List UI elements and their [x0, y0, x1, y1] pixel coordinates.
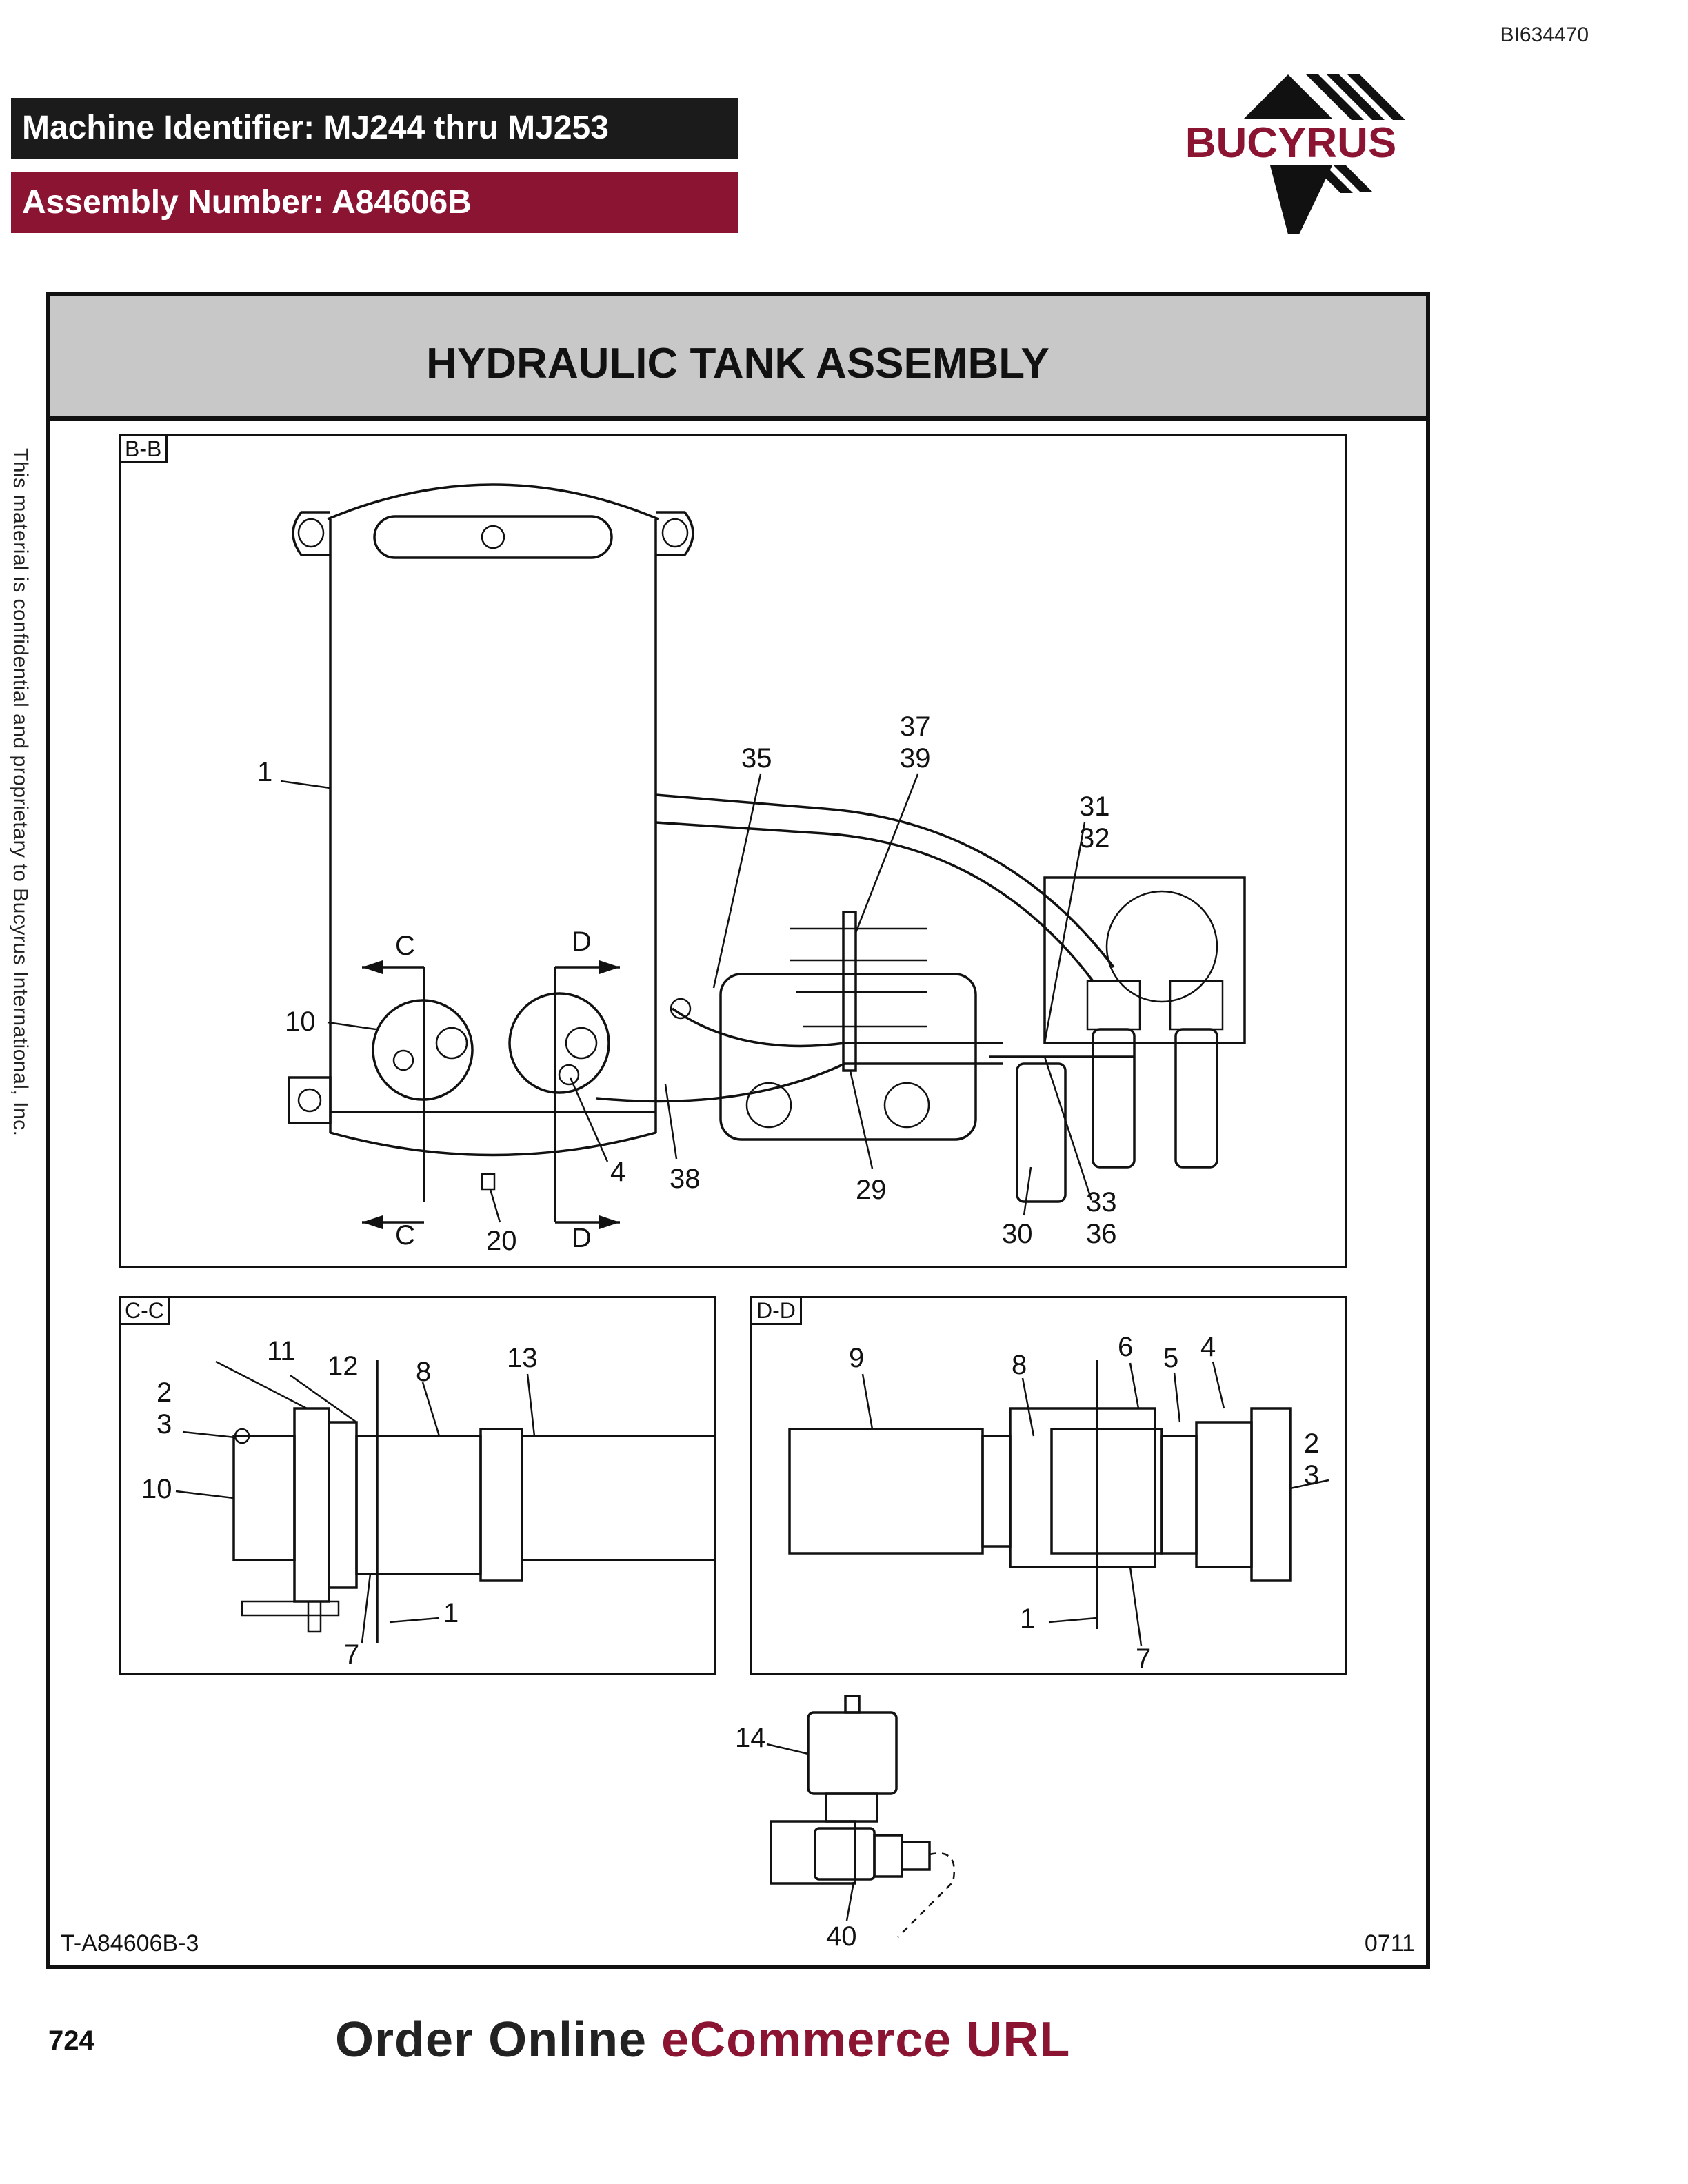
drawing-title: HYDRAULIC TANK ASSEMBLY — [426, 340, 1049, 387]
bb-callout-29: 29 — [856, 1175, 887, 1205]
cc-callout-7: 7 — [344, 1639, 359, 1670]
cc-callout-1: 1 — [443, 1598, 459, 1628]
cc-callout-3: 3 — [157, 1409, 172, 1439]
brand-wordmark: BUCYRUS — [1185, 119, 1397, 167]
bucyrus-logo-mark: BUCYRUS — [1185, 74, 1405, 234]
cc-callout-2: 2 — [157, 1377, 172, 1408]
drawing-frame: HYDRAULIC TANK ASSEMBLY B-B — [46, 292, 1430, 1969]
bb-callout-35: 35 — [741, 743, 772, 774]
bb-callout-39: 39 — [900, 743, 931, 774]
bb-callout-4: 4 — [610, 1157, 625, 1187]
detail-callout-14: 14 — [735, 1723, 766, 1753]
drawing-date: 0711 — [1364, 1930, 1415, 1957]
dd-callout-8: 8 — [1012, 1350, 1027, 1380]
bb-callout-37: 37 — [900, 711, 931, 742]
detail-valve: 14 40 — [670, 1682, 1056, 1952]
bb-callout-31: 31 — [1079, 791, 1110, 822]
bb-callout-32: 32 — [1079, 823, 1110, 853]
cc-callout-13: 13 — [507, 1343, 538, 1373]
view-bb-drawing: 1 35 37 39 31 32 10 4 38 29 30 33 36 20 … — [257, 483, 1246, 1256]
cc-callout-11: 11 — [267, 1336, 296, 1366]
order-online-link[interactable]: Order Online eCommerce URL — [335, 2012, 1070, 2068]
dd-callout-3: 3 — [1304, 1460, 1319, 1490]
section-d-bottom: D — [572, 1223, 592, 1253]
dd-callout-5: 5 — [1163, 1343, 1178, 1373]
section-d-top: D — [572, 927, 592, 957]
view-cc-drawing: 11 12 8 13 2 3 10 1 7 — [141, 1336, 716, 1670]
dd-callout-1: 1 — [1020, 1604, 1035, 1634]
view-bb: B-B — [119, 434, 1347, 1268]
bb-callout-1: 1 — [257, 757, 272, 787]
bb-callout-10: 10 — [285, 1007, 316, 1037]
bb-callout-38: 38 — [670, 1164, 701, 1194]
detail-callout-40: 40 — [826, 1921, 857, 1952]
drawing-title-bar: HYDRAULIC TANK ASSEMBLY — [50, 296, 1426, 421]
dd-callout-4: 4 — [1200, 1332, 1216, 1362]
page-number: 724 — [48, 2025, 94, 2056]
bb-callout-33: 33 — [1086, 1187, 1117, 1217]
drawing-code: T-A84606B-3 — [61, 1930, 199, 1957]
machine-identifier-band: Machine Identifier: MJ244 thru MJ253 — [11, 98, 738, 159]
bb-callout-20: 20 — [486, 1226, 517, 1256]
confidential-note: This material is confidential and propri… — [9, 448, 32, 1137]
view-cc-tag: C-C — [119, 1296, 170, 1325]
section-c-bottom: C — [395, 1220, 415, 1251]
document-id: BI634470 — [1500, 23, 1589, 46]
view-cc: C-C 11 12 8 13 2 3 10 — [119, 1296, 716, 1675]
section-c-top: C — [395, 931, 415, 961]
assembly-number-band: Assembly Number: A84606B — [11, 172, 738, 233]
dd-callout-6: 6 — [1118, 1332, 1133, 1362]
view-dd: D-D 9 8 6 5 4 2 3 1 7 — [750, 1296, 1347, 1675]
cc-callout-10: 10 — [141, 1474, 172, 1504]
view-dd-tag: D-D — [750, 1296, 802, 1325]
dd-callout-2: 2 — [1304, 1428, 1319, 1459]
order-online-label: Order Online — [335, 2012, 647, 2067]
cc-callout-12: 12 — [328, 1351, 359, 1382]
view-dd-drawing: 9 8 6 5 4 2 3 1 7 — [788, 1332, 1329, 1674]
view-bb-tag: B-B — [119, 434, 168, 463]
cc-callout-8: 8 — [416, 1357, 431, 1387]
bb-callout-30: 30 — [1002, 1219, 1033, 1249]
bb-callout-36: 36 — [1086, 1219, 1117, 1249]
ecommerce-url-label: eCommerce URL — [661, 2012, 1071, 2067]
detail-valve-drawing: 14 40 — [735, 1695, 956, 1952]
bucyrus-logo: BUCYRUS — [1153, 69, 1429, 241]
dd-callout-7: 7 — [1136, 1644, 1151, 1674]
dd-callout-9: 9 — [849, 1343, 864, 1373]
